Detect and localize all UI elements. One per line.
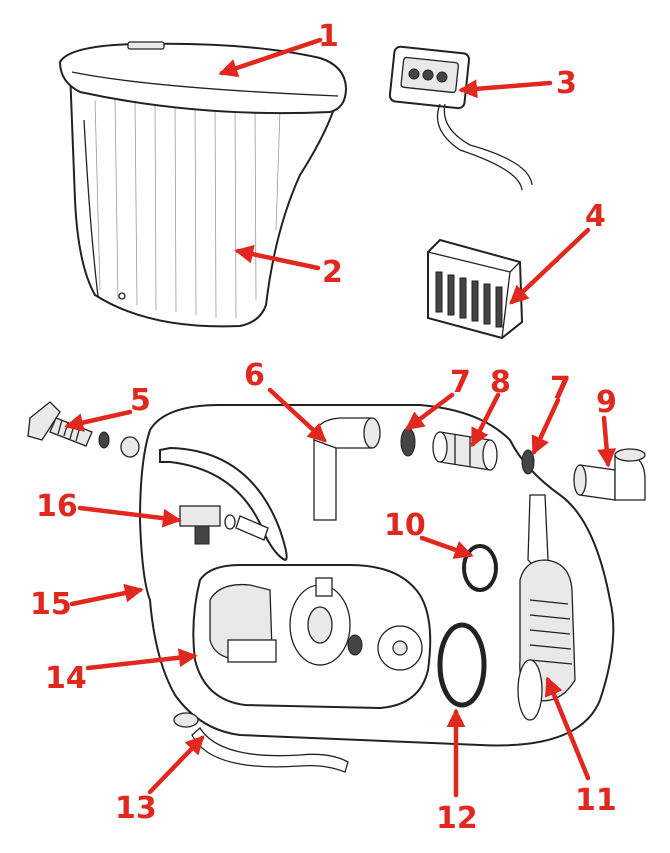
pump-chamber-inner — [307, 606, 333, 644]
callout-6: 6 — [244, 358, 265, 393]
inlet-hose — [159, 446, 288, 562]
control-button-1 — [408, 68, 420, 80]
callout-1: 1 — [318, 19, 339, 54]
control-cable — [436, 103, 523, 191]
arrow-7b — [531, 397, 561, 456]
callout-8: 8 — [490, 365, 511, 400]
callout-16: 16 — [36, 489, 78, 524]
elbow-pipe-vertical — [313, 439, 337, 521]
inlet-nut — [120, 436, 140, 458]
drain-hose-nut — [173, 712, 199, 728]
arrow-10 — [419, 535, 474, 559]
elbow-pipe-bend — [313, 417, 373, 449]
inlet-washer — [98, 431, 110, 449]
arrow-16 — [77, 505, 182, 528]
control-box — [427, 238, 524, 340]
arrow-14 — [85, 648, 198, 671]
arrow-8 — [470, 392, 501, 448]
arrow-1 — [218, 37, 323, 78]
control-button-3 — [436, 71, 448, 83]
callout-7a: 7 — [450, 365, 471, 400]
callout-3: 3 — [556, 66, 577, 101]
control-box-slots — [435, 271, 503, 328]
inlet-fitting — [27, 401, 140, 458]
valve-ring — [224, 514, 236, 530]
arrow-15 — [69, 583, 144, 607]
hose-clamp-b — [521, 449, 535, 475]
callout-11: 11 — [575, 783, 617, 818]
callout-4: 4 — [585, 199, 606, 234]
callout-15: 15 — [30, 587, 72, 622]
control-cable-2 — [443, 103, 533, 186]
callout-14: 14 — [45, 661, 87, 696]
callout-2: 2 — [322, 255, 343, 290]
clamp-12 — [437, 622, 487, 708]
inlet-knob — [27, 401, 61, 441]
arrow-6 — [267, 387, 327, 443]
pump-chamber-outlet — [315, 577, 333, 597]
drain-hose — [173, 712, 349, 773]
callout-numbers: 1 2 3 4 5 6 7 8 7 9 10 11 12 13 14 15 16 — [30, 19, 617, 836]
impeller-seal — [347, 634, 363, 656]
callout-12: 12 — [436, 801, 478, 836]
bowl-edge-line — [83, 119, 99, 297]
callout-9: 9 — [596, 385, 617, 420]
check-valve — [179, 505, 269, 545]
control-button-2 — [422, 69, 434, 81]
macerator-stem — [527, 494, 549, 571]
bowl-screw — [118, 292, 126, 300]
macerator-ribs — [529, 599, 573, 665]
arrow-5 — [64, 409, 133, 432]
control-panel — [388, 45, 533, 191]
hose-clamp-a — [400, 427, 416, 457]
callout-13: 13 — [115, 791, 157, 826]
valve-nozzle — [235, 515, 269, 541]
valve-base — [194, 525, 210, 545]
drain-hose-tube — [191, 727, 349, 773]
arrow-13 — [147, 735, 205, 795]
motor-bracket — [227, 639, 277, 663]
arrow-11 — [544, 676, 591, 781]
clamp-10 — [462, 544, 498, 592]
macerator-flange — [517, 659, 543, 721]
toilet-assembly — [58, 41, 348, 328]
arrow-4 — [509, 227, 591, 305]
callout-10: 10 — [384, 508, 426, 543]
outlet-elbow — [573, 448, 646, 501]
callout-5: 5 — [130, 383, 151, 418]
toilet-bowl-shading — [94, 99, 281, 319]
elbow-pipe — [313, 417, 381, 521]
macerator-tube — [517, 494, 576, 721]
callout-arrows — [64, 37, 617, 798]
lid-seam — [71, 71, 339, 97]
control-box-corner — [501, 271, 511, 339]
motor-assembly — [209, 577, 423, 671]
arrow-3 — [458, 79, 553, 99]
elbow-pipe-end — [363, 417, 381, 449]
lid-hinge — [127, 41, 165, 50]
impeller-hub — [392, 640, 408, 656]
arrow-7a — [404, 392, 455, 431]
callout-7b: 7 — [550, 371, 571, 406]
arrow-2 — [234, 244, 321, 271]
toilet-bowl — [68, 68, 342, 328]
valve-body — [179, 505, 221, 527]
arrow-9 — [597, 415, 617, 468]
